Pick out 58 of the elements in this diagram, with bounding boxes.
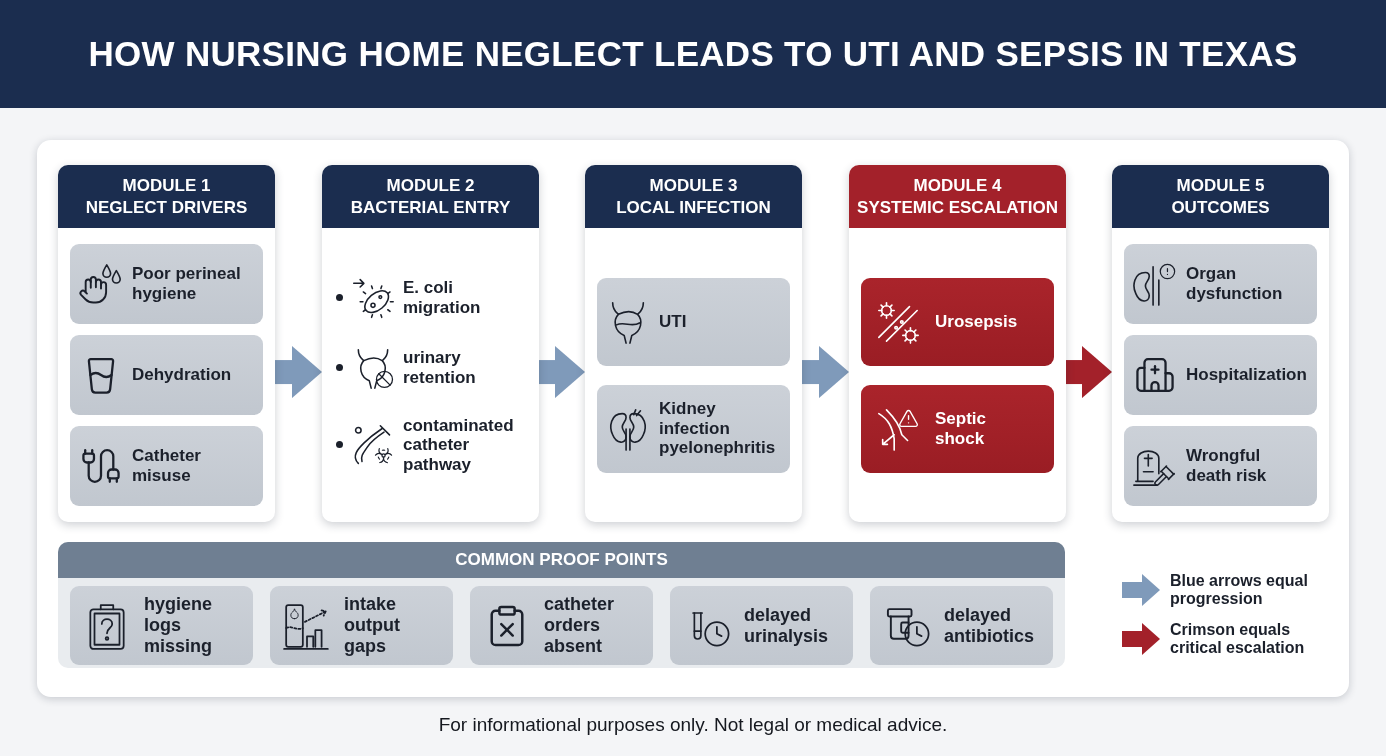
factor-label: Dehydration [132, 365, 232, 385]
arrow [275, 346, 322, 399]
factor-label: Septic shock [935, 408, 988, 449]
proof-panel [58, 542, 1065, 668]
factor-label: Urosepsis [935, 311, 1018, 332]
proof-card [670, 586, 853, 665]
legend-text: Crimson equals critical escalation [1170, 620, 1306, 658]
bullet-text: E. coli migration [403, 278, 482, 318]
legend-text: Blue arrows equal progression [1170, 572, 1309, 609]
factor-card [1124, 426, 1317, 506]
bullet-text: urinary retention [403, 348, 477, 388]
arrow [802, 346, 849, 399]
factor-card [597, 277, 790, 366]
proof-label: delayed antibiotics [944, 604, 1035, 647]
proof-label: intake output gaps [344, 594, 401, 657]
module-title: OUTCOMES [1171, 197, 1270, 218]
factor-card [1124, 335, 1317, 415]
module-card [322, 165, 539, 522]
page-title: HOW NURSING HOME NEGLECT LEADS TO UTI AND SEPSIS IN TEXAS [88, 33, 1298, 75]
module-card [1112, 165, 1329, 522]
proof-label: hygiene logs missing [144, 594, 214, 657]
factor-card [1124, 244, 1317, 324]
module-card [585, 165, 802, 522]
factor-label: Organ dysfunction [1186, 264, 1284, 304]
module-card [849, 165, 1066, 522]
arrow [539, 346, 585, 399]
panel-title: COMMON PROOF POINTS [455, 550, 668, 570]
proof-card [870, 586, 1053, 665]
factor-label: Catheter misuse [132, 446, 202, 486]
module-title: NEGLECT DRIVERS [85, 197, 248, 218]
module-card [58, 165, 275, 522]
module-number: MODULE 2 [386, 175, 475, 196]
factor-label: Poor perineal hygiene [132, 264, 242, 304]
footer-note: For informational purposes only. Not legal or medical advice. [438, 714, 948, 736]
bullet-text: contaminated catheter pathway [403, 415, 515, 475]
factor-label: UTI [659, 311, 687, 332]
module-number: MODULE 5 [1176, 175, 1265, 196]
module-number: MODULE 1 [122, 175, 211, 196]
factor-label: Kidney infection pyelonephritis [659, 399, 777, 458]
module-number: MODULE 4 [913, 175, 1002, 196]
proof-label: delayed urinalysis [744, 604, 830, 647]
factor-label: Wrongful death risk [1186, 446, 1268, 486]
factor-card [597, 384, 790, 473]
proof-card [70, 586, 253, 665]
factor-card [70, 335, 263, 415]
arrow [1066, 346, 1112, 399]
proof-label: catheter orders absent [544, 594, 616, 657]
proof-card [270, 586, 453, 665]
factor-card [70, 426, 263, 506]
module-number: MODULE 3 [649, 175, 738, 196]
factor-card [70, 244, 263, 324]
module-title: BACTERIAL ENTRY [350, 197, 511, 218]
factor-label: Hospitalization [1186, 365, 1307, 385]
factor-card [861, 277, 1054, 366]
factor-card [861, 384, 1054, 473]
module-title: LOCAL INFECTION [616, 197, 771, 218]
module-title: SYSTEMIC ESCALATION [857, 197, 1058, 218]
proof-card [470, 586, 653, 665]
